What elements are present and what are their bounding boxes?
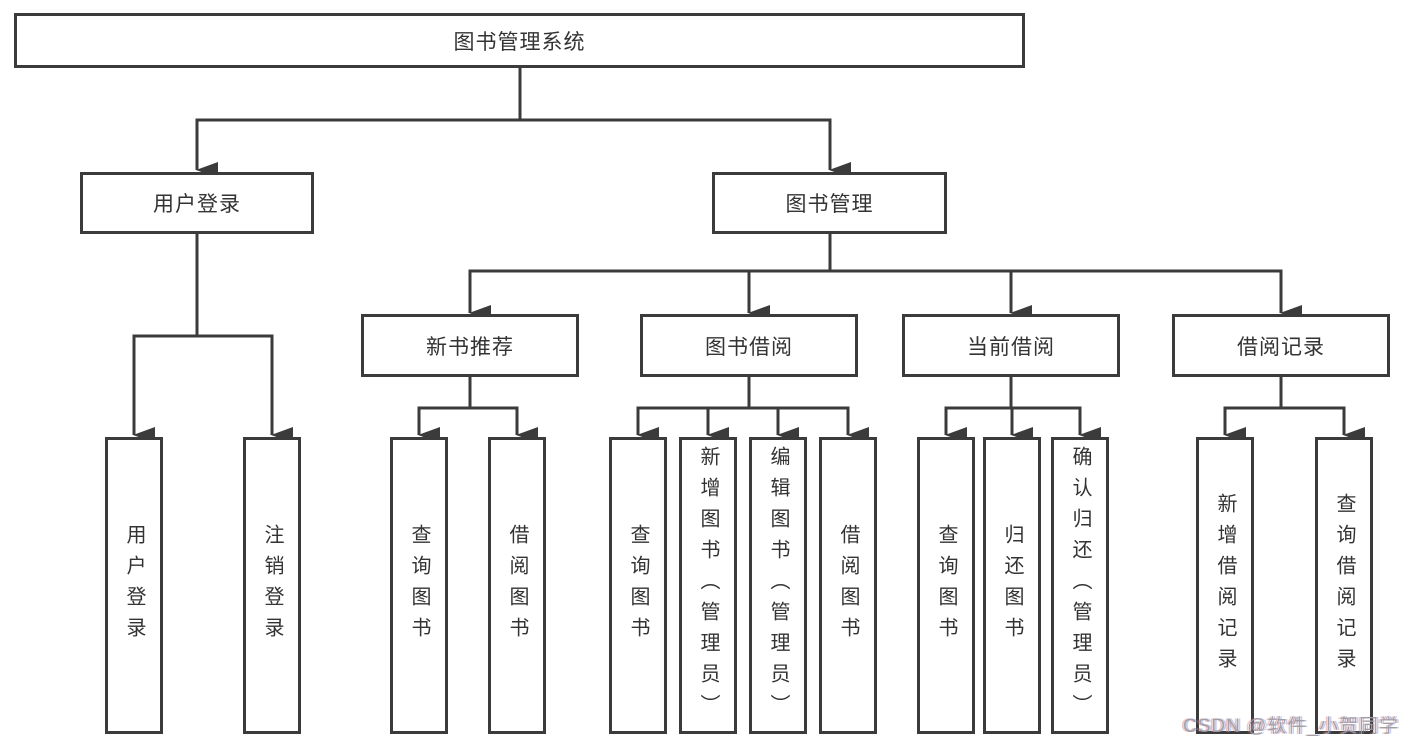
node-new-book-recommend-label: 新书推荐 [426,335,514,359]
leaf-add-borrow-record: 新增借阅记录 [1196,437,1254,734]
leaf-query-book-current-label: 查询图书 [935,523,957,648]
node-current-borrow: 当前借阅 [902,314,1120,377]
node-book-borrow-label: 图书借阅 [705,335,793,359]
node-book-management: 图书管理 [712,172,947,234]
leaf-query-borrow-record: 查询借阅记录 [1315,437,1373,734]
leaf-borrow-book-borrow: 借阅图书 [819,437,877,734]
leaf-borrow-book-borrow-label: 借阅图书 [837,523,859,648]
leaf-confirm-return-admin-label: 确认归还（管理员） [1069,446,1091,725]
leaf-logout-label: 注销登录 [261,523,283,648]
leaf-add-borrow-record-label: 新增借阅记录 [1214,492,1236,679]
leaf-query-borrow-record-label: 查询借阅记录 [1333,492,1355,679]
leaf-query-book-borrow: 查询图书 [609,437,667,734]
leaf-user-login-label: 用户登录 [123,523,145,648]
leaf-return-book-label: 归还图书 [1001,523,1023,648]
node-user-login: 用户登录 [80,172,314,234]
node-new-book-recommend: 新书推荐 [361,314,579,377]
leaf-query-book-borrow-label: 查询图书 [627,523,649,648]
leaf-return-book: 归还图书 [983,437,1041,734]
node-book-management-label: 图书管理 [785,193,874,216]
node-current-borrow-label: 当前借阅 [967,335,1055,359]
node-borrow-records-label: 借阅记录 [1237,335,1325,359]
leaf-query-book-current: 查询图书 [917,437,975,734]
leaf-add-book-admin: 新增图书（管理员） [679,437,737,734]
node-user-login-label: 用户登录 [153,193,241,216]
leaf-confirm-return-admin: 确认归还（管理员） [1051,437,1109,734]
leaf-query-book-newbook: 查询图书 [390,437,448,734]
node-root: 图书管理系统 [14,13,1025,68]
leaf-edit-book-admin-label: 编辑图书（管理员） [767,446,789,725]
leaf-logout: 注销登录 [243,437,301,734]
leaf-borrow-book-newbook: 借阅图书 [488,437,546,734]
leaf-borrow-book-newbook-label: 借阅图书 [506,523,528,648]
leaf-add-book-admin-label: 新增图书（管理员） [697,446,719,725]
leaf-edit-book-admin: 编辑图书（管理员） [749,437,807,734]
csdn-watermark: CSDN @软件_小贺同学 [1183,716,1399,737]
node-root-label: 图书管理系统 [453,30,586,54]
node-book-borrow: 图书借阅 [640,314,858,377]
leaf-query-book-newbook-label: 查询图书 [408,523,430,648]
leaf-user-login: 用户登录 [105,437,163,734]
node-borrow-records: 借阅记录 [1172,314,1390,377]
